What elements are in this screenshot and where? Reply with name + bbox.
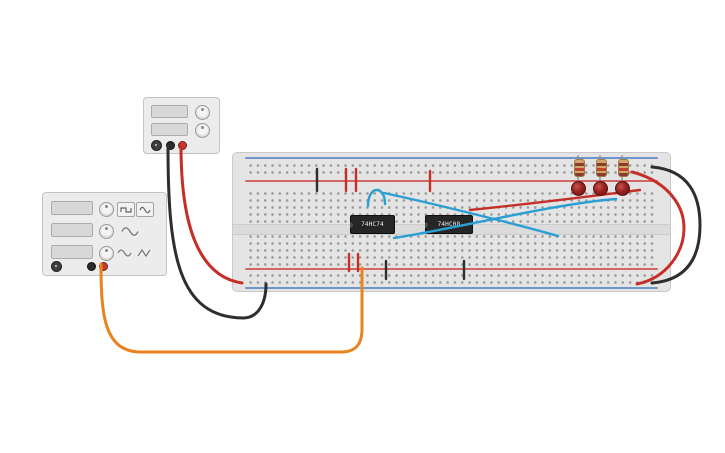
fg-offset-knob[interactable]	[99, 246, 114, 261]
function-generator[interactable]	[42, 192, 167, 276]
sine-wave-icon	[117, 249, 132, 257]
fg-power-button[interactable]	[51, 261, 62, 272]
fg-positive-terminal[interactable]	[99, 262, 108, 271]
negative-rail-line-top	[245, 157, 658, 159]
ic-74hc08-label: 74HC08	[437, 221, 461, 228]
breadboard-power-rail-top[interactable]	[247, 162, 656, 177]
resistor-1[interactable]	[574, 159, 585, 177]
fg-amplitude-knob[interactable]	[99, 224, 114, 239]
resistor-2[interactable]	[596, 159, 607, 177]
psu-negative-terminal[interactable]	[166, 141, 175, 150]
fg-square-wave-button[interactable]	[117, 202, 135, 217]
fg-amplitude-display	[51, 223, 93, 237]
square-wave-icon	[120, 206, 132, 213]
sine-wave-icon	[121, 227, 139, 236]
fg-frequency-knob[interactable]	[99, 202, 114, 217]
psu-current-display	[151, 123, 188, 136]
breadboard-power-rail-bottom[interactable]	[247, 272, 656, 287]
led-red-3[interactable]	[615, 181, 630, 196]
psu-current-knob[interactable]	[195, 123, 210, 138]
ic-74hc74-label: 74HC74	[361, 221, 384, 228]
psu-power-button[interactable]	[151, 140, 162, 151]
sine-wave-icon	[139, 206, 151, 213]
positive-rail-line-bottom	[245, 268, 658, 270]
ic-74hc74[interactable]: 74HC74	[350, 215, 395, 234]
ic-74hc08[interactable]: 74HC08	[425, 215, 473, 234]
fg-frequency-display	[51, 201, 93, 215]
negative-rail-line-bottom	[245, 287, 658, 289]
breadboard-terminal-strip-bottom[interactable]	[247, 233, 656, 267]
psu-voltage-display	[151, 105, 188, 118]
positive-rail-line-top	[245, 180, 658, 182]
psu-voltage-knob[interactable]	[195, 105, 210, 120]
fg-sine-wave-button[interactable]	[136, 202, 154, 217]
fg-negative-terminal[interactable]	[87, 262, 96, 271]
psu-positive-terminal[interactable]	[178, 141, 187, 150]
power-supply[interactable]	[143, 97, 220, 154]
fg-offset-display	[51, 245, 93, 259]
led-red-2[interactable]	[593, 181, 608, 196]
resistor-3[interactable]	[618, 159, 629, 177]
led-red-1[interactable]	[571, 181, 586, 196]
triangle-wave-icon	[137, 248, 151, 258]
